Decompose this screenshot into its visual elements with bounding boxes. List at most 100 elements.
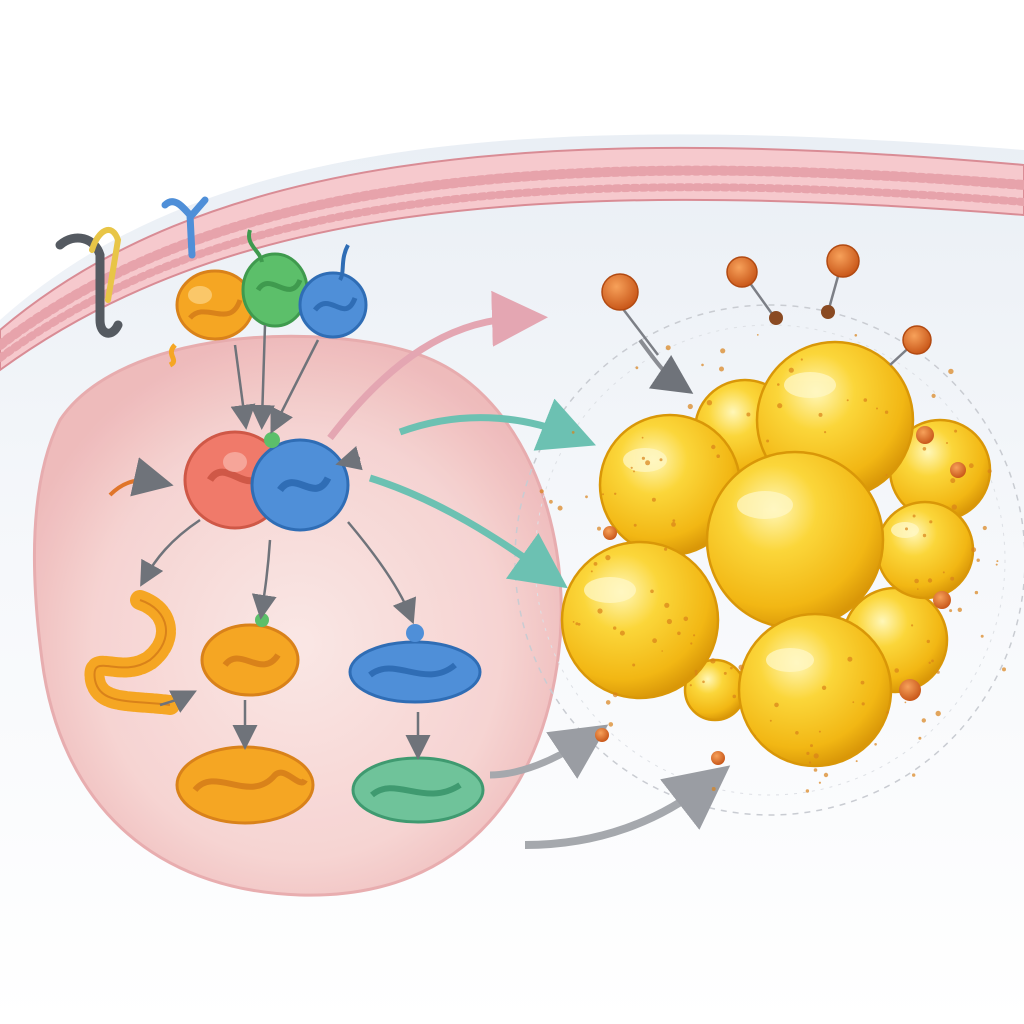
speckle xyxy=(590,570,593,573)
orange-particle-icon xyxy=(950,462,966,478)
speckle xyxy=(677,631,681,636)
speckle xyxy=(852,701,855,704)
speckle xyxy=(635,366,639,370)
speckle xyxy=(701,363,704,367)
speckle xyxy=(738,664,744,670)
speckle xyxy=(950,478,956,484)
speckle xyxy=(694,672,698,676)
speckle xyxy=(746,412,751,417)
speckle xyxy=(928,661,931,664)
speckle xyxy=(664,547,668,551)
speckle xyxy=(585,495,588,499)
speckle xyxy=(847,656,853,662)
speckle xyxy=(577,622,581,626)
speckle xyxy=(612,692,618,698)
droplet-speckles xyxy=(539,334,1006,793)
speckle xyxy=(982,525,987,531)
speckle xyxy=(918,736,922,740)
speckle xyxy=(557,505,563,511)
speckle xyxy=(693,634,696,637)
speckle xyxy=(572,621,575,623)
speckle xyxy=(633,523,637,527)
speckle xyxy=(921,718,926,723)
speckle xyxy=(905,527,908,531)
speckle xyxy=(730,666,733,670)
speckle xyxy=(846,399,849,402)
speckle xyxy=(995,563,998,566)
speckle xyxy=(987,469,992,474)
protein-blue-icon xyxy=(298,244,368,339)
orange-particle-icon xyxy=(726,256,758,288)
transport-arrows xyxy=(327,290,731,849)
speckle xyxy=(613,626,617,630)
speckle xyxy=(571,431,575,434)
speckle xyxy=(619,630,625,636)
speckle xyxy=(876,407,878,410)
speckle xyxy=(645,460,651,466)
orange-particle-icon xyxy=(826,244,860,278)
orange-particle-icon xyxy=(902,325,932,355)
speckle xyxy=(777,403,783,409)
speckle xyxy=(641,436,644,439)
protein-blue-right-icon xyxy=(348,624,482,704)
speckle xyxy=(650,589,654,594)
speckle xyxy=(774,702,779,708)
speckle xyxy=(719,366,724,372)
speckle xyxy=(948,368,954,375)
orange-particle-icon xyxy=(916,426,934,444)
speckle xyxy=(666,618,673,625)
receptor-gray-icon xyxy=(55,227,123,338)
interaction-arrows xyxy=(108,324,431,760)
speckle xyxy=(957,607,962,612)
speckle xyxy=(777,383,780,386)
speckle xyxy=(597,608,603,614)
orange-particle-icon xyxy=(601,273,639,311)
speckle xyxy=(931,659,934,663)
aggregate-orange-icon xyxy=(175,745,315,825)
speckle xyxy=(894,668,899,673)
speckle xyxy=(549,499,553,504)
cluster-outline xyxy=(514,304,1024,816)
speckle xyxy=(951,504,957,510)
speckle xyxy=(633,470,635,473)
speckle xyxy=(861,702,865,706)
orange-particle-icon xyxy=(899,679,921,701)
speckle xyxy=(968,463,974,469)
speckle xyxy=(720,348,726,354)
protein-complex-icon xyxy=(183,430,350,532)
protein-orange-small-icon xyxy=(200,613,300,697)
speckle xyxy=(980,634,984,638)
speckle xyxy=(818,730,821,733)
orange-particle-icon xyxy=(769,311,783,325)
speckle xyxy=(936,670,940,674)
speckle xyxy=(949,609,953,613)
speckle xyxy=(824,431,827,434)
orange-particle-icon xyxy=(603,526,617,540)
speckle xyxy=(912,773,916,777)
speckle xyxy=(630,466,633,469)
speckle xyxy=(605,555,611,561)
speckle xyxy=(863,398,868,402)
speckle xyxy=(593,562,598,566)
speckle xyxy=(652,638,657,644)
cluster-outline-inner xyxy=(534,324,1006,796)
speckle xyxy=(605,700,611,705)
speckle xyxy=(641,456,646,460)
speckle xyxy=(813,768,818,772)
speckle xyxy=(795,731,799,735)
speckle xyxy=(942,571,945,574)
speckle xyxy=(575,622,579,626)
speckle xyxy=(860,680,865,685)
speckle xyxy=(710,658,716,664)
receptor-blue-icon xyxy=(161,196,209,259)
speckle xyxy=(756,334,759,336)
speckle xyxy=(694,669,698,673)
orange-particle-icon xyxy=(933,591,951,609)
unfolded-chain-icon xyxy=(84,590,180,715)
speckle xyxy=(922,533,927,538)
speckle xyxy=(716,454,720,459)
speckle xyxy=(904,701,907,704)
speckle xyxy=(651,497,656,502)
